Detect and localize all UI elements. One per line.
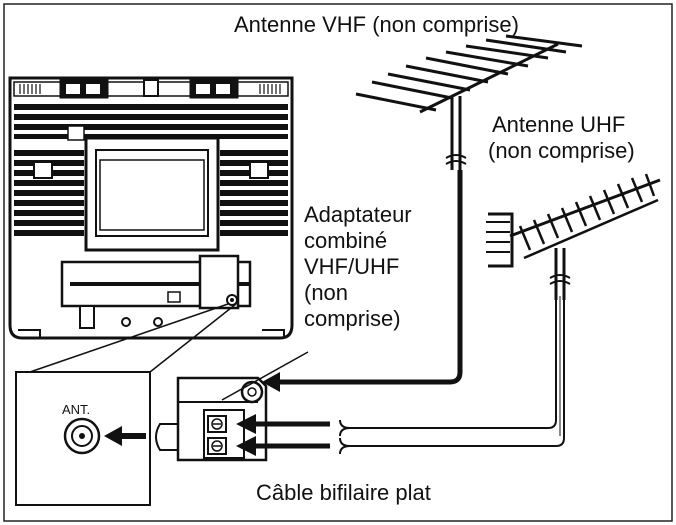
adapter-callout-line bbox=[221, 351, 309, 401]
combiner-adapter bbox=[155, 376, 268, 462]
uhf-antenna-label-line2: (non comprise) bbox=[488, 138, 635, 163]
ant-terminal-closeup: ANT. bbox=[15, 371, 151, 506]
adapter-label-line2: combiné bbox=[304, 228, 387, 253]
ant-terminal-label: ANT. bbox=[62, 402, 90, 417]
arrows-to-screw-terminals bbox=[236, 414, 330, 456]
diagram-frame bbox=[3, 3, 673, 522]
arrow-to-ant bbox=[104, 426, 146, 446]
adapter-label-line3: VHF/UHF bbox=[304, 254, 399, 279]
vhf-antenna bbox=[355, 34, 583, 170]
adapter-label-line5: comprise) bbox=[304, 306, 401, 331]
zoom-callout-line bbox=[149, 303, 237, 373]
vhf-coax-cable bbox=[272, 170, 463, 385]
arrow-to-coax-input bbox=[262, 372, 280, 392]
uhf-flat-cable bbox=[339, 296, 565, 455]
vhf-antenna-label: Antenne VHF (non comprise) bbox=[234, 12, 519, 37]
zoom-callout-line bbox=[29, 303, 229, 373]
flat-cable-label: Câble bifilaire plat bbox=[256, 480, 431, 505]
uhf-antenna bbox=[486, 173, 661, 300]
adapter-label-line4: (non bbox=[304, 280, 348, 305]
uhf-antenna-label-line1: Antenne UHF bbox=[492, 112, 625, 137]
adapter-label-line1: Adaptateur bbox=[304, 202, 412, 227]
tv-rear-panel bbox=[8, 76, 294, 340]
